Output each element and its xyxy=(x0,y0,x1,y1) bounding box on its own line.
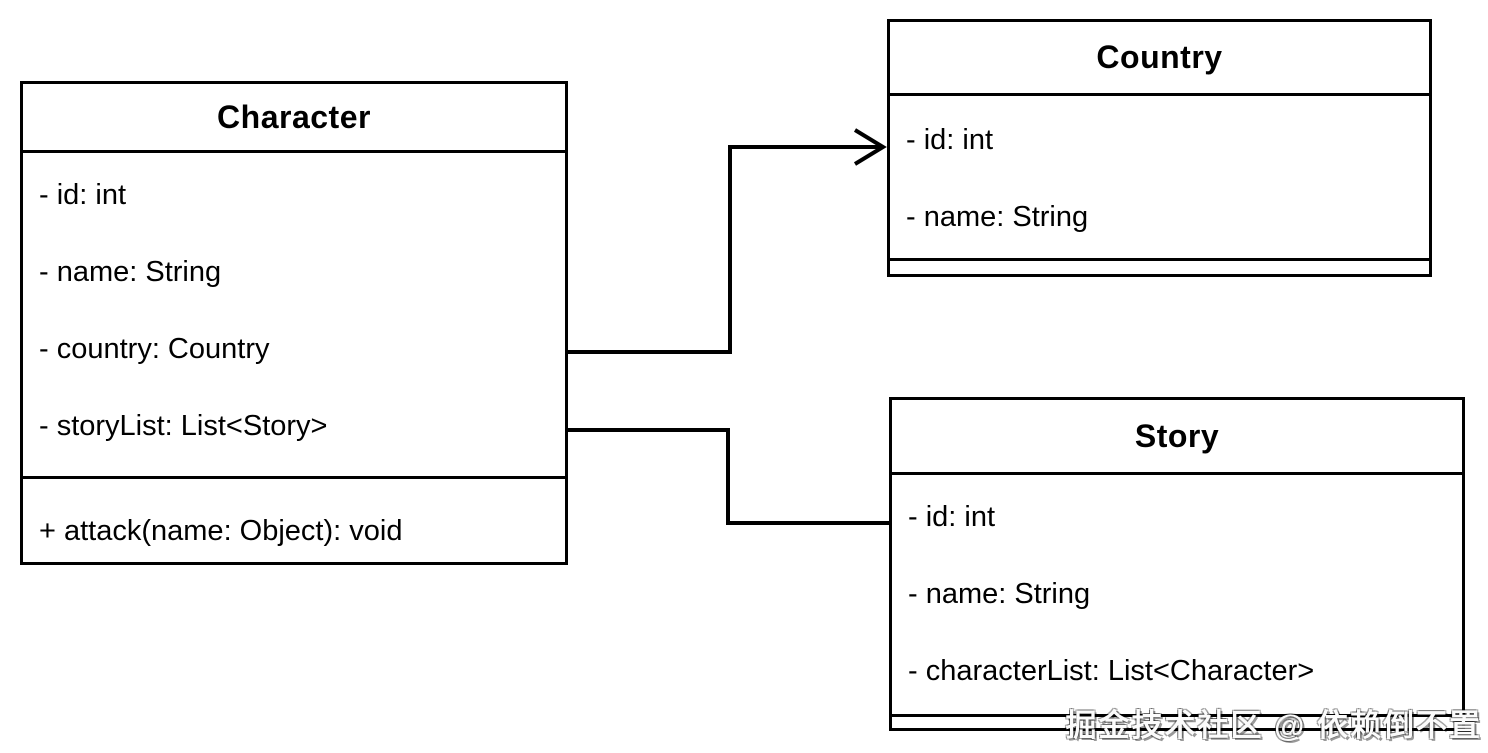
class-box-story: Story - id: int - name: String - charact… xyxy=(889,397,1465,731)
class-title-story: Story xyxy=(892,400,1462,475)
class-box-character: Character - id: int - name: String - cou… xyxy=(20,81,568,565)
attribute-row: - id: int xyxy=(908,501,996,533)
attribute-row: - country: Country xyxy=(39,333,270,365)
methods-compartment-character: + attack(name: Object): void xyxy=(23,479,565,562)
attribute-row: - name: String xyxy=(906,201,1089,233)
attribute-row: - characterList: List<Character> xyxy=(908,655,1315,687)
association-character-story-line xyxy=(568,428,889,525)
attributes-compartment-country: - id: int - name: String xyxy=(890,96,1429,261)
watermark: 掘金技术社区 @ 依赖倒不置 xyxy=(1065,708,1482,743)
method-row: + attack(name: Object): void xyxy=(39,515,403,547)
attribute-row: - storyList: List<Story> xyxy=(39,410,328,442)
attributes-compartment-story: - id: int - name: String - characterList… xyxy=(892,475,1462,717)
association-character-country-line xyxy=(568,145,881,354)
methods-compartment-country-empty xyxy=(890,261,1429,274)
open-arrowhead-icon xyxy=(853,128,887,166)
class-box-country: Country - id: int - name: String xyxy=(887,19,1432,277)
class-title-character: Character xyxy=(23,84,565,153)
attribute-row: - name: String xyxy=(908,578,1091,610)
attributes-compartment-character: - id: int - name: String - country: Coun… xyxy=(23,153,565,479)
attribute-row: - id: int xyxy=(39,179,127,211)
attribute-row: - name: String xyxy=(39,256,222,288)
attribute-row: - id: int xyxy=(906,124,994,156)
class-title-country: Country xyxy=(890,22,1429,96)
